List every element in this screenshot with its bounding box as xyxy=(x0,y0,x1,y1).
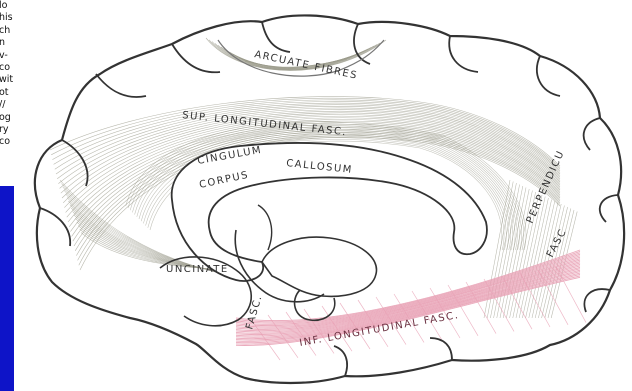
sulcus-13 xyxy=(430,338,452,360)
fiber-stroke xyxy=(503,189,529,318)
sulcus-7 xyxy=(584,118,600,150)
fiber-stroke xyxy=(494,185,520,319)
sulcus-5 xyxy=(449,36,478,72)
sulcus-1 xyxy=(96,74,146,97)
ventricle-outline xyxy=(262,237,377,296)
sulcus-4 xyxy=(354,24,370,64)
sulcus-11 xyxy=(40,208,70,246)
fiber-stroke xyxy=(500,188,526,319)
sulcus-10 xyxy=(62,140,88,186)
sulcus-3 xyxy=(262,22,290,52)
septum-curve xyxy=(258,205,272,250)
sulcus-8 xyxy=(600,195,618,222)
sulcus-12 xyxy=(334,346,347,376)
fiber-stroke xyxy=(497,186,523,318)
sulcus-2 xyxy=(172,44,220,72)
label-uncinate: UNCINATE xyxy=(166,264,229,275)
